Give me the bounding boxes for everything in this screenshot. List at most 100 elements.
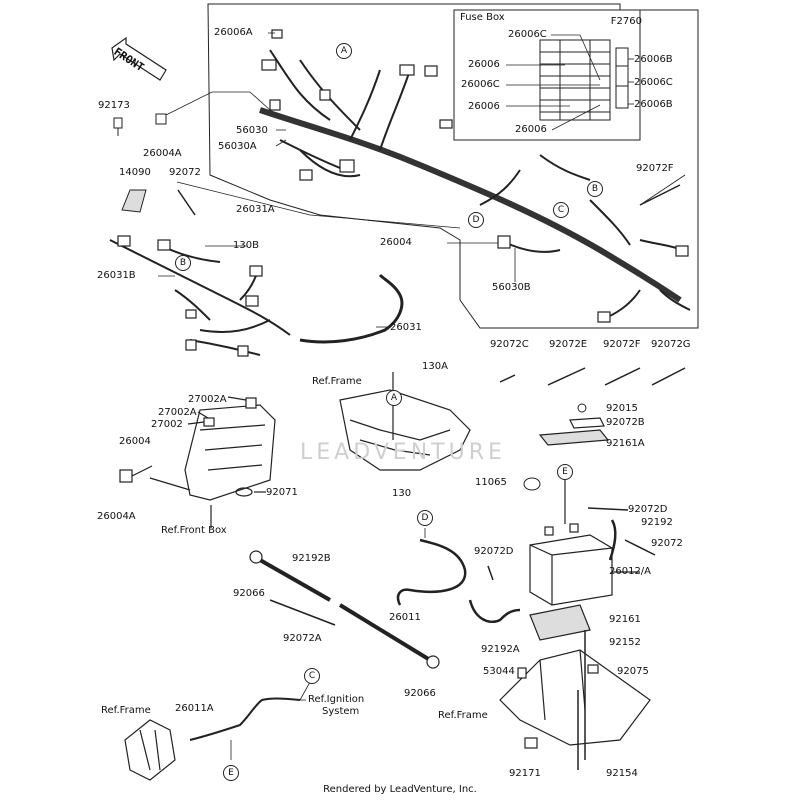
label-92072C: 92072C	[490, 339, 529, 350]
label-92015: 92015	[606, 403, 638, 414]
watermark-text: LEADVENTURE	[300, 440, 506, 465]
cable-92192B-ends	[249, 550, 440, 669]
label-92161: 92161	[609, 614, 641, 625]
main-harness-connectors	[261, 29, 689, 323]
harness-26011A	[189, 697, 301, 741]
battery-plate-92161A	[538, 429, 610, 446]
harness-26031B-connectors	[117, 235, 263, 357]
battery-plate-92161	[529, 604, 591, 641]
hose-92192A	[468, 599, 521, 624]
callout-B-left: B	[175, 255, 191, 271]
label-56030: 56030	[236, 125, 268, 136]
label-92072F-row: 92072F	[603, 339, 641, 350]
label-fusebox-26006B-top: 26006B	[634, 54, 673, 65]
label-92154: 92154	[606, 768, 638, 779]
callout-C-top: C	[553, 202, 569, 218]
harness-26031	[299, 273, 404, 344]
label-92192A: 92192A	[481, 644, 520, 655]
label-56030B: 56030B	[492, 282, 531, 293]
label-92066-left: 92066	[233, 588, 265, 599]
label-92152: 92152	[609, 637, 641, 648]
label-fusebox-26006C-top: 26006C	[508, 29, 547, 40]
label-fusebox-26006-2: 26006	[468, 101, 500, 112]
label-130: 130	[392, 488, 412, 499]
tie-92072A	[269, 599, 336, 626]
label-fusebox-26006C-right: 26006C	[634, 77, 673, 88]
label-27002: 27002	[151, 419, 183, 430]
frame-bottom-left	[124, 719, 176, 781]
label-26031: 26031	[390, 322, 422, 333]
label-fusebox-26006C-mid: 26006C	[461, 79, 500, 90]
part-92072-tie-shape	[177, 189, 196, 216]
label-56030A: 56030A	[218, 141, 257, 152]
label-fusebox-26006-1: 26006	[468, 59, 500, 70]
label-92072F-top: 92072F	[636, 163, 674, 174]
cable-92192B	[259, 558, 432, 662]
front-arrow-shape	[111, 36, 167, 81]
bolt-92015	[577, 403, 587, 413]
label-92072D-mid: 92072D	[474, 546, 514, 557]
hose-92192	[608, 519, 617, 561]
label-fusebox-26006B-bottom: 26006B	[634, 99, 673, 110]
footer-credit: Rendered by LeadVenture, Inc.	[323, 784, 477, 795]
label-26011A: 26011A	[175, 703, 214, 714]
callout-E-bottom: E	[223, 765, 239, 781]
top-leaders	[158, 32, 686, 328]
label-92075: 92075	[617, 666, 649, 677]
harness-26031B	[109, 239, 291, 356]
part-92173-shape	[113, 117, 123, 136]
callout-A-top: A	[336, 43, 352, 59]
label-fusebox-26006-bottom: 26006	[515, 124, 547, 135]
label-ref-ignition-1: Ref.Ignition	[308, 694, 365, 705]
label-26004-mid: 26004	[380, 237, 412, 248]
callout-D-mid: D	[417, 510, 433, 526]
battery-cable-26011	[396, 538, 467, 606]
part-14090-shape	[121, 189, 147, 213]
label-27002A-2: 27002A	[158, 407, 197, 418]
callout-C-bottom: C	[304, 668, 320, 684]
label-27002A-1: 27002A	[188, 394, 227, 405]
battery-shape	[529, 480, 640, 606]
label-26031B: 26031B	[97, 270, 136, 281]
right-ties	[487, 184, 686, 581]
label-11065: 11065	[475, 477, 507, 488]
callout-D-top: D	[468, 212, 484, 228]
battery-tray-shape	[499, 630, 651, 770]
label-92072D-right: 92072D	[628, 504, 668, 515]
fuse-box-title: Fuse Box	[460, 12, 505, 23]
frame-bracket-center	[339, 372, 471, 471]
fuse-box-panel	[453, 9, 641, 141]
fuse-box-body	[539, 39, 629, 121]
label-92072B: 92072B	[606, 417, 645, 428]
label-14090: 14090	[119, 167, 151, 178]
label-26031A: 26031A	[236, 204, 275, 215]
label-92072G: 92072G	[651, 339, 691, 350]
callout-A-mid: A	[386, 390, 402, 406]
front-box-shape	[119, 396, 276, 528]
label-ref-front-box: Ref.Front Box	[161, 525, 227, 536]
label-26006A: 26006A	[214, 27, 253, 38]
label-ref-frame-left: Ref.Frame	[101, 705, 151, 716]
label-92072-left: 92072	[169, 167, 201, 178]
label-92072A: 92072A	[283, 633, 322, 644]
callout-E-battery: E	[557, 464, 573, 480]
label-92173: 92173	[98, 100, 130, 111]
label-ref-ignition-2: System	[322, 706, 360, 717]
label-92192: 92192	[641, 517, 673, 528]
label-92066-right: 92066	[404, 688, 436, 699]
label-ref-frame-right: Ref.Frame	[438, 710, 488, 721]
label-26004A-bottom: 26004A	[97, 511, 136, 522]
label-ref-frame-center: Ref.Frame	[312, 376, 362, 387]
label-92192B: 92192B	[292, 553, 331, 564]
fuse-box-leaders	[506, 34, 634, 131]
label-92072-right: 92072	[651, 538, 683, 549]
label-26004-left: 26004	[119, 436, 151, 447]
label-92072E: 92072E	[549, 339, 588, 350]
label-26011: 26011	[389, 612, 421, 623]
label-92161A: 92161A	[606, 438, 645, 449]
figure-id: F2760	[610, 16, 642, 27]
label-130B: 130B	[233, 240, 259, 251]
bracket-92072B	[569, 417, 605, 429]
